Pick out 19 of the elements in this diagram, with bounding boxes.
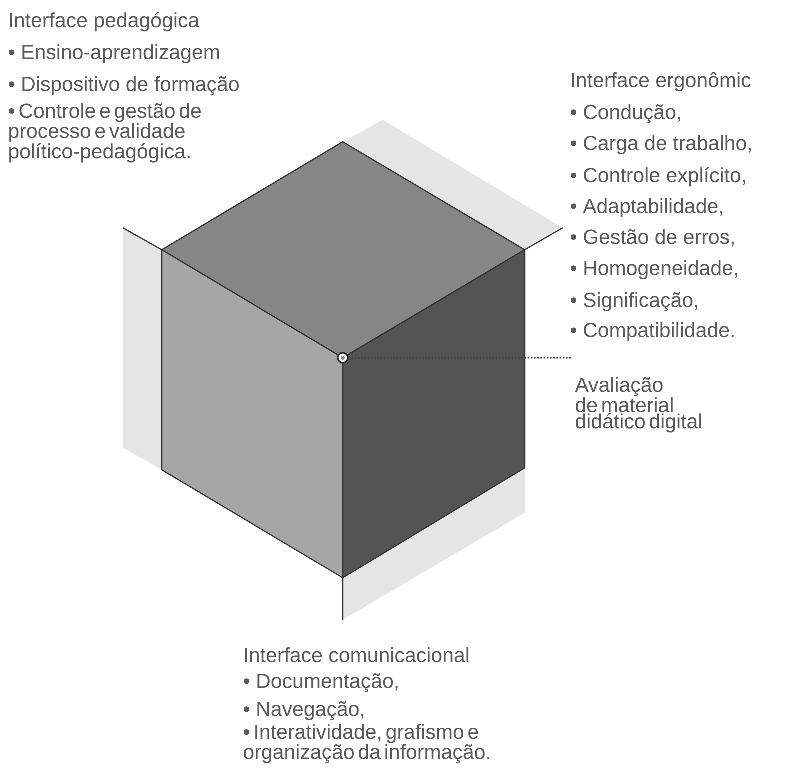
list-item: • Navegação, [244, 701, 364, 721]
heading: Interface comunicacional [245, 647, 469, 663]
heading: Interface ergonômic [572, 72, 751, 92]
list-item: • Dispositivo de formação [9, 76, 239, 96]
list-item: • Interatividade, grafismo e organização da informação. [244, 724, 490, 764]
list-item: • Homogeneidade, [571, 260, 738, 280]
list-item: • Controle explícito, [571, 167, 746, 187]
list-item: • Adaptabilidade, [571, 198, 723, 218]
list-item: • Compatibilidade. [571, 322, 734, 342]
list-item: • Significação, [571, 292, 698, 312]
heading: Interface pedagógica [10, 12, 200, 32]
list-item: • Carga de trabalho, [571, 135, 751, 155]
list-item: • Controle e gestão de processo e validade político-pedagógica. [9, 103, 201, 163]
list-item: • Documentação, [244, 673, 398, 693]
list-item: • Gestão de erros, [571, 229, 734, 247]
list-item: • Condução, [571, 104, 680, 124]
center-dot [337, 352, 349, 364]
annotation-text: Avaliação de material didático digital [575, 377, 702, 433]
list-item: • Ensino-aprendizagem [9, 44, 220, 64]
